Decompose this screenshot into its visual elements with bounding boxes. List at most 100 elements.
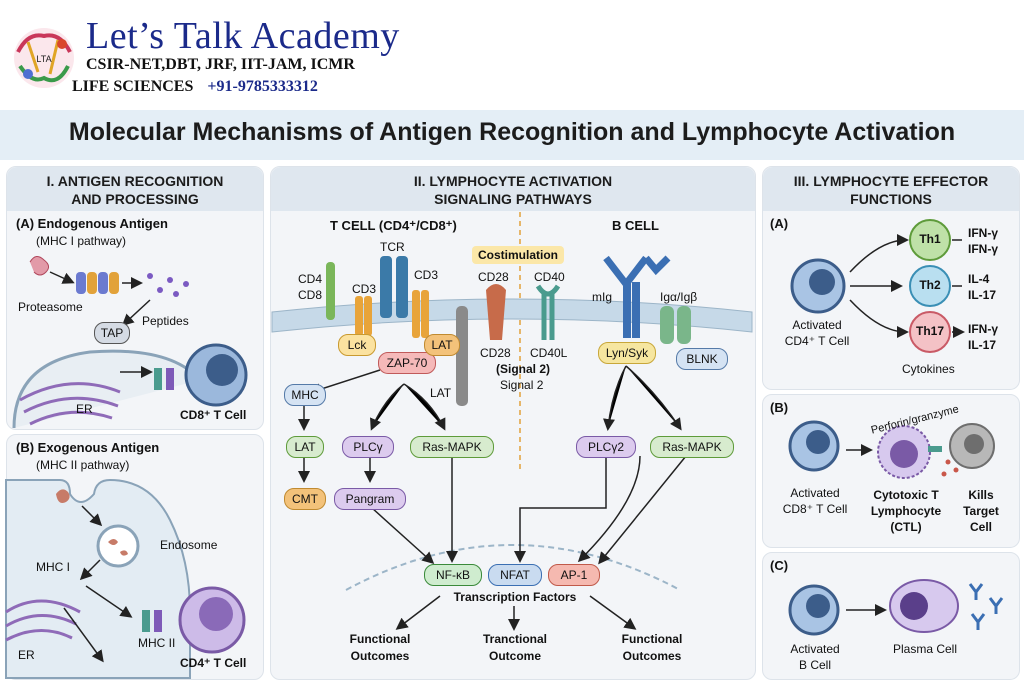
transcription-factors-label: Transcription Factors xyxy=(453,590,577,604)
mhc-node: MHC xyxy=(284,384,326,406)
ap1-node: AP-1 xyxy=(548,564,600,586)
zap70-node: ZAP-70 xyxy=(378,352,436,374)
plcg-node: PLCγ xyxy=(342,436,394,458)
lat-node: LAT xyxy=(424,334,460,356)
signal2-label: Signal 2 xyxy=(500,378,544,392)
er-label: ER xyxy=(76,402,93,416)
plcg2-node: PLCγ2 xyxy=(576,436,636,458)
th1-cytokine1: IFN-γ xyxy=(968,226,998,240)
brand-exams: CSIR-NET,DBT, JRF, IIT-JAM, ICMR xyxy=(86,56,355,73)
effector-drawing xyxy=(788,219,1004,636)
cd3-label-b: CD3 xyxy=(414,268,439,282)
th2-cytokine2: IL-17 xyxy=(968,288,997,302)
ctl-line3: (CTL) xyxy=(890,520,922,534)
svg-text:LTA: LTA xyxy=(36,54,51,64)
outcome3-line1: Functional xyxy=(621,632,683,646)
cmt-node: CMT xyxy=(284,488,326,510)
cell-membrane xyxy=(12,349,202,429)
endosome-icon xyxy=(96,524,140,568)
tap-label: TAP xyxy=(94,322,130,344)
act-b-line1: Activated xyxy=(790,642,840,656)
rasmapk2-node: Ras-MAPK xyxy=(650,436,734,458)
mig-label: mIg xyxy=(592,290,613,304)
heading-line2: FUNCTIONS xyxy=(850,191,932,207)
outcome1-line1: Functional xyxy=(349,632,411,646)
cd3-receptor-b xyxy=(412,290,420,338)
ctl-line2: Lymphocyte xyxy=(870,504,942,518)
blnk-node: BLNK xyxy=(676,348,728,370)
endosome-label: Endosome xyxy=(160,538,218,552)
costimulation-badge: Costimulation xyxy=(472,246,564,264)
act-cd8-line1: Activated xyxy=(790,486,840,500)
heading-line2: SIGNALING PATHWAYS xyxy=(434,191,592,207)
exogenous-antigen-icon xyxy=(56,489,70,503)
brand-subject: LIFE SCIENCES+91-9785333312 xyxy=(72,78,318,96)
kills-line3: Cell xyxy=(969,520,992,534)
pangram-node: Pangram xyxy=(334,488,406,510)
endogenous-title: (A) Endogenous Antigen xyxy=(16,216,168,231)
mhc2-complex-icon xyxy=(142,610,150,632)
act-b-line2: B Cell xyxy=(798,658,831,672)
nfkb-node: NF-κB xyxy=(424,564,482,586)
exogenous-pathway-drawing xyxy=(5,478,246,679)
exogenous-title: (B) Exogenous Antigen xyxy=(16,440,160,455)
th1-cell-icon xyxy=(909,219,951,261)
outcome1-line2: Outcomes xyxy=(350,649,410,663)
outcome3-line2: Outcomes xyxy=(622,649,682,663)
heading-line2: AND PROCESSING xyxy=(71,191,199,207)
tcr-label: TCR xyxy=(380,240,405,254)
cytokines-label: Cytokines xyxy=(902,362,955,376)
antibody-icons xyxy=(968,583,1004,630)
th17-label: Th17 xyxy=(915,324,944,338)
b-cell-heading: B CELL xyxy=(612,218,659,233)
act-cd4-line2: CD4⁺ T Cell xyxy=(784,334,850,348)
panel-heading: II. LYMPHOCYTE ACTIVATION SIGNALING PATHW… xyxy=(271,167,755,211)
th1-label: Th1 xyxy=(919,232,941,246)
effector-c-label: (C) xyxy=(770,558,789,573)
cd4-label: CD4 xyxy=(298,272,323,286)
cd3-receptor xyxy=(355,296,363,336)
cd8-cell-label: CD8⁺ T Cell xyxy=(180,408,247,422)
lat2-node: LAT xyxy=(286,436,324,458)
exogenous-subtitle: (MHC II pathway) xyxy=(36,458,130,472)
lck-node: Lck xyxy=(338,334,376,356)
lat-bar-label: LAT xyxy=(430,386,452,400)
th17-cell-icon xyxy=(909,311,951,353)
er2-label: ER xyxy=(18,648,35,662)
rasmapk-node: Ras-MAPK xyxy=(410,436,494,458)
cd28-receptor xyxy=(486,284,506,340)
er-icon xyxy=(19,382,121,426)
cd4-cd8-receptor xyxy=(326,262,335,320)
heading-line1: II. LYMPHOCYTE ACTIVATION xyxy=(413,173,613,189)
nfat-node: NFAT xyxy=(488,564,542,586)
mhc1-label: MHC I xyxy=(36,560,70,574)
act-cd8-line2: CD8⁺ T Cell xyxy=(782,502,848,516)
th17-cytokine2: IL-17 xyxy=(968,338,997,352)
cd28-label: CD28 xyxy=(478,270,509,284)
er-icon xyxy=(5,599,81,642)
peptides-icon xyxy=(147,273,189,297)
cd40l-label: CD40L xyxy=(530,346,568,360)
page-title: Molecular Mechanisms of Antigen Recognit… xyxy=(68,118,956,146)
cd40-receptor xyxy=(535,284,561,340)
nuclear-membrane xyxy=(345,544,681,591)
t-cell-heading: T CELL (CD4⁺/CD8⁺) xyxy=(330,218,457,233)
effector-b-label: (B) xyxy=(770,400,789,415)
endogenous-pathway-drawing xyxy=(12,256,248,429)
brand-name: Let’s Talk Academy xyxy=(86,15,400,57)
cd40-label: CD40 xyxy=(534,270,565,284)
lat-bar xyxy=(456,306,468,406)
proteasome-label: Proteasome xyxy=(18,300,83,314)
th17-cytokine1: IFN-γ xyxy=(968,322,998,336)
endogenous-subtitle: (MHC I pathway) xyxy=(36,234,127,248)
signaling-drawing xyxy=(271,212,753,631)
th1-cytokine2: IFN-γ xyxy=(968,242,998,256)
act-cd4-line1: Activated xyxy=(792,318,842,332)
title-band xyxy=(0,110,1024,160)
cd4-cell-label: CD4⁺ T Cell xyxy=(180,656,247,670)
plasma-cell-label: Plasma Cell xyxy=(892,642,958,656)
mig-receptor xyxy=(603,255,649,290)
